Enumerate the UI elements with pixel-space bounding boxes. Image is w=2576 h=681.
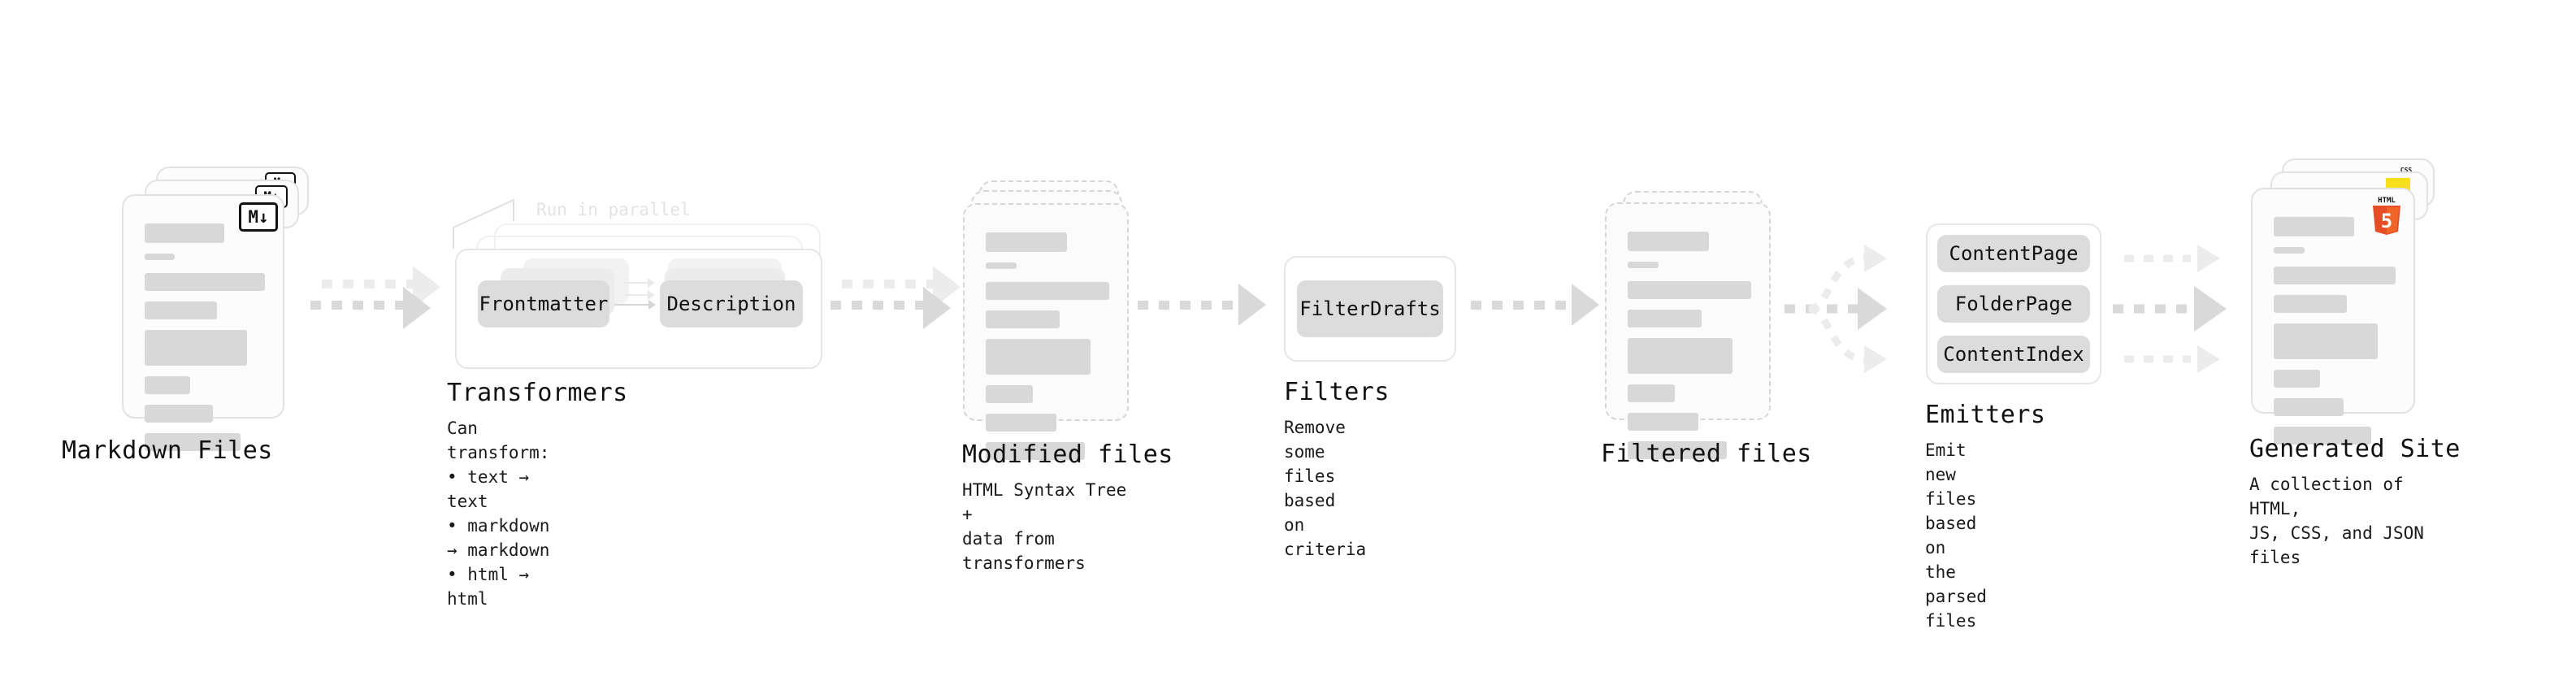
connector-head	[1572, 284, 1599, 326]
connector-filters-to-filtered	[1471, 284, 1617, 337]
doc-placeholder-lines	[145, 223, 265, 462]
stage-title-modified-files: Modified files	[962, 440, 1173, 469]
stage-title-generated-site: Generated Site	[2249, 435, 2461, 463]
markdown-icon-front: M↓	[239, 202, 278, 232]
chip-contentpage[interactable]: ContentPage	[1937, 235, 2090, 272]
connector-head	[1238, 284, 1266, 326]
connector-filtered-to-emitters	[1780, 228, 1934, 390]
inner-connector-pale-2	[623, 294, 649, 296]
brace-svg	[453, 198, 514, 249]
connector-md-to-transformers	[310, 266, 447, 341]
stage-title-markdown-files: Markdown Files	[62, 436, 273, 465]
inner-connector-main	[614, 304, 650, 306]
chip-frontmatter[interactable]: Frontmatter	[478, 280, 609, 327]
stage-desc-transformers: Can transform: • text → text • markdown …	[447, 419, 550, 609]
connector-dots	[1471, 301, 1575, 310]
stage-modified-files: Modified files HTML Syntax Tree + data f…	[962, 180, 1173, 573]
inner-head-pale-2	[648, 290, 655, 300]
connector-head	[403, 287, 431, 329]
connector-emitters-to-site	[2113, 228, 2259, 390]
connector-head	[923, 287, 951, 329]
connector-dots	[310, 301, 408, 310]
connector-transformers-to-modified	[830, 266, 969, 341]
stage-title-filtered-files: Filtered files	[1601, 440, 1812, 468]
svg-text:CSS: CSS	[2400, 167, 2413, 174]
inner-head-pale-1	[648, 278, 655, 288]
stage-filtered-files: Filtered files	[1601, 191, 1811, 468]
doc-placeholder-lines	[986, 232, 1109, 471]
doc-placeholder-lines	[1628, 232, 1751, 470]
stage-title-emitters: Emitters	[1925, 401, 2046, 429]
doc-sheet-front	[122, 194, 284, 451]
inner-connector-pale-1	[623, 282, 649, 284]
stage-desc-generated-site: A collection of HTML, JS, CSS, and JSON …	[2249, 475, 2424, 567]
connector-modified-to-filters	[1138, 284, 1284, 337]
svg-text:HTML: HTML	[2378, 197, 2396, 205]
connector-dots	[830, 301, 928, 310]
run-in-parallel-brace	[450, 195, 548, 249]
inner-head-main	[648, 300, 656, 310]
chip-folderpage[interactable]: FolderPage	[1937, 285, 2090, 323]
doc-sheet-front	[1605, 202, 1771, 459]
connector-dots	[1138, 301, 1242, 310]
generated-doc-stack: CSS HTML	[2251, 158, 2438, 445]
doc-sheet-front	[963, 203, 1129, 460]
connector-dots-pale	[322, 280, 418, 288]
doc-placeholder-lines	[2274, 217, 2396, 455]
stage-desc-emitters: Emit new files based on the parsed files	[1925, 440, 1987, 631]
chip-filterdrafts[interactable]: FilterDrafts	[1297, 280, 1443, 337]
connector-dots-pale	[842, 280, 938, 288]
stage-title-transformers: Transformers	[447, 379, 628, 407]
html5-icon-svg: HTML 5	[2373, 197, 2400, 235]
filtered-doc-stack	[1605, 191, 1776, 459]
html5-icon: HTML 5	[2370, 195, 2404, 236]
stage-markdown-files: M↓ M↓ M↓ Markdown Files	[62, 167, 309, 465]
modified-doc-stack	[963, 180, 1134, 460]
markdown-doc-stack: M↓ M↓ M↓	[122, 167, 309, 451]
stage-generated-site: CSS HTML	[2249, 158, 2460, 567]
stage-title-filters: Filters	[1284, 378, 1390, 406]
chip-contentindex[interactable]: ContentIndex	[1937, 336, 2090, 373]
svg-text:5: 5	[2381, 210, 2392, 232]
stage-desc-modified-files: HTML Syntax Tree + data from transformer…	[962, 480, 1127, 573]
fanin-svg	[2113, 245, 2227, 373]
fanout-svg	[1785, 245, 1887, 373]
run-in-parallel-label: Run in parallel	[536, 200, 691, 219]
chip-description[interactable]: Description	[660, 280, 803, 327]
stage-desc-filters: Remove some files based on criteria	[1284, 418, 1367, 559]
